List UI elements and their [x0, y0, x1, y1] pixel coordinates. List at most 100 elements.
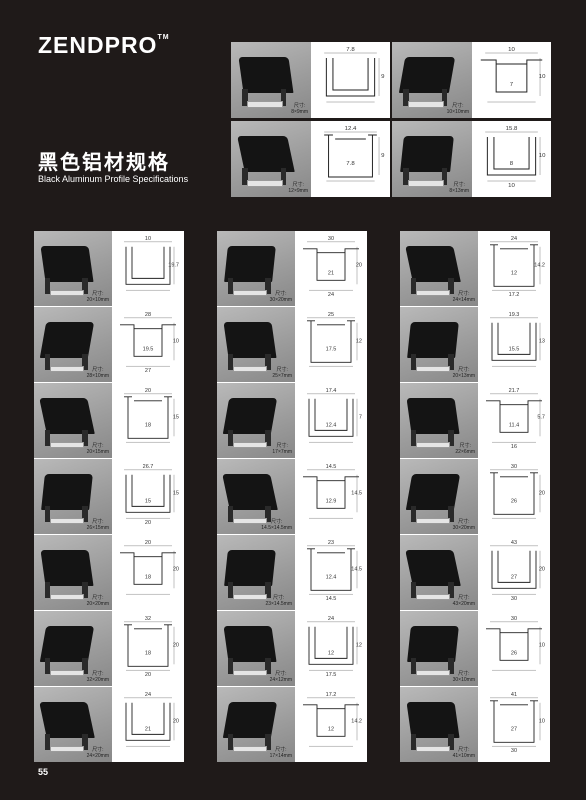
dimension-label: 30	[511, 748, 517, 754]
dimension-label: 26	[511, 650, 517, 656]
profile-photo: 尺寸: 24×12mm	[217, 611, 295, 686]
dimension-label: 14.2	[351, 719, 362, 725]
profile-photo: 尺寸: 14.5×14.5mm	[217, 459, 295, 534]
profile-card: 尺寸: 8×9mm 7.8 9	[231, 42, 390, 118]
dimension-label: 24	[511, 236, 517, 242]
dimension-label: 25	[328, 312, 334, 318]
profile-photo: 尺寸: 8×13mm	[392, 121, 472, 197]
dimension-label: 15	[173, 415, 179, 421]
size-caption: 尺寸: 30×20mm	[452, 519, 475, 531]
brand-logo: ZENDPROTM	[38, 32, 170, 58]
profile-photo: 尺寸: 22×6mm	[400, 383, 478, 458]
profile-card: 尺寸: 25×7mm 25 12 17.5	[217, 307, 367, 382]
dimension-label: 13	[539, 339, 545, 345]
profile-photo: 尺寸: 32×20mm	[34, 611, 112, 686]
heading-chinese: 黑色铝材规格	[38, 152, 170, 174]
profile-photo: 尺寸: 12×9mm	[231, 121, 311, 197]
size-caption: 尺寸: 14.5×14.5mm	[261, 519, 292, 531]
dimension-label: 7.8	[346, 47, 354, 53]
dimension-label: 17.5	[326, 346, 337, 352]
dimension-label: 9	[381, 74, 384, 80]
dimension-label: 20	[145, 520, 151, 526]
profile-photo: 尺寸: 24×20mm	[34, 687, 112, 762]
dimension-label: 30	[511, 464, 517, 470]
dimension-label: 12	[356, 339, 362, 345]
dimension-label: 28	[145, 312, 151, 318]
dimension-label: 18	[145, 650, 151, 656]
dimension-label: 7.8	[346, 161, 354, 167]
dimension-label: 20	[145, 388, 151, 394]
profile-card: 尺寸: 20×10mm 10 19.7	[34, 231, 184, 306]
dimension-label: 18	[145, 422, 151, 428]
dimension-label: 17.4	[326, 388, 337, 394]
size-caption: 尺寸: 25×7mm	[272, 367, 292, 379]
dimension-label: 19.3	[509, 312, 520, 318]
dimension-label: 10	[145, 236, 151, 242]
dimension-label: 10	[539, 719, 545, 725]
size-caption: 尺寸: 17×14mm	[269, 747, 292, 759]
dimension-label: 20	[173, 719, 179, 725]
dimension-label: 14.5	[351, 567, 362, 573]
size-caption: 尺寸: 32×20mm	[86, 671, 109, 683]
dimension-label: 10	[539, 74, 546, 80]
dimension-label: 10	[539, 643, 545, 649]
profile-photo: 尺寸: 20×10mm	[34, 231, 112, 306]
dimension-label: 18	[145, 574, 151, 580]
dimension-label: 26.7	[143, 464, 154, 470]
dimension-label: 21.7	[509, 388, 520, 394]
dimension-label: 20	[173, 643, 179, 649]
dimension-label: 7	[510, 82, 513, 88]
size-caption: 尺寸: 12×9mm	[288, 182, 308, 194]
dimension-label: 21	[328, 270, 334, 276]
profile-photo: 尺寸: 10×10mm	[392, 42, 472, 118]
profile-photo: 尺寸: 26×15mm	[34, 459, 112, 534]
size-caption: 尺寸: 24×20mm	[86, 747, 109, 759]
dimension-label: 12.4	[326, 422, 337, 428]
dimension-label: 17.2	[326, 692, 337, 698]
dimension-label: 24	[328, 292, 334, 298]
size-caption: 尺寸: 26×15mm	[86, 519, 109, 531]
dimension-label: 20	[356, 263, 362, 269]
size-caption: 尺寸: 8×13mm	[449, 182, 469, 194]
size-caption: 尺寸: 8×9mm	[291, 103, 308, 115]
profile-photo: 尺寸: 30×20mm	[217, 231, 295, 306]
dimension-label: 27	[145, 368, 151, 374]
dimension-label: 17.2	[509, 292, 520, 298]
top-profile-grid: 尺寸: 8×9mm 7.8 9 尺寸: 10×10mm	[231, 42, 551, 197]
size-caption: 尺寸: 20×15mm	[86, 443, 109, 455]
dimension-label: 12	[328, 726, 334, 732]
dimension-label: 12.4	[326, 574, 337, 580]
dimension-label: 12.9	[326, 498, 337, 504]
dimension-label: 9	[381, 153, 384, 159]
size-caption: 尺寸: 17×7mm	[272, 443, 292, 455]
dimension-label: 19.7	[168, 263, 179, 269]
dimension-label: 23	[328, 540, 334, 546]
